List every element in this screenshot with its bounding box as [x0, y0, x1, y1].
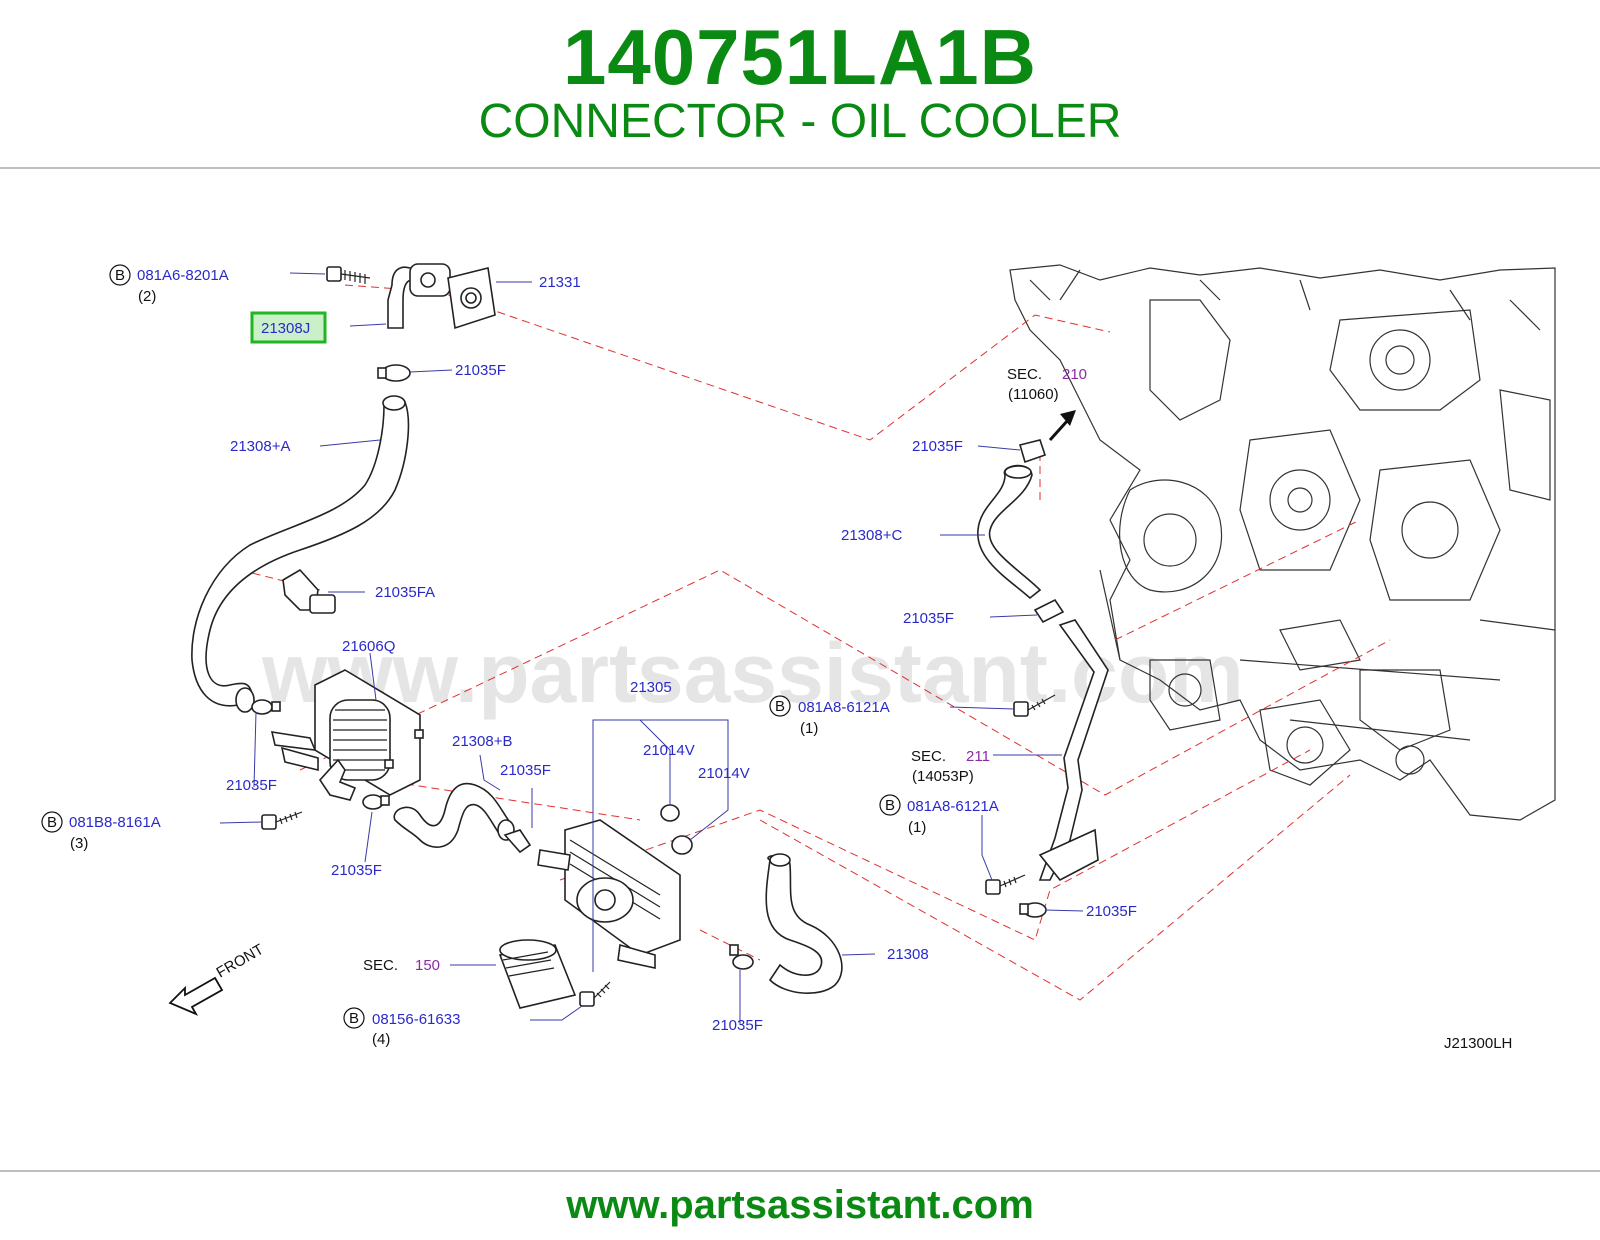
label-part-21035F[interactable]: 21035F: [331, 862, 382, 879]
label-qty: (3): [70, 835, 88, 852]
clamp-21035F-left: [251, 699, 281, 715]
label-part-21035FA[interactable]: 21035FA: [375, 584, 435, 601]
bolt-08156: [579, 981, 611, 1007]
label-part-21331[interactable]: 21331: [539, 274, 581, 291]
label-part-21035F[interactable]: 21035F: [455, 362, 506, 379]
label-bolt-081B8-8161A[interactable]: 081B8-8161A: [69, 814, 161, 831]
bolt-mark-b: B: [115, 267, 125, 284]
bolt-mark-b: B: [885, 797, 895, 814]
arrow-to-sec210-icon: [1048, 410, 1076, 442]
o-ring-21014V-b: [671, 835, 693, 855]
label-part-21308[interactable]: 21308: [887, 946, 929, 963]
oil-pipe-sec211: [1038, 619, 1109, 882]
bolt-mark-b: B: [349, 1010, 359, 1027]
label-sec-211[interactable]: 211: [966, 748, 990, 765]
clamp-21035F-top: [377, 364, 411, 382]
label-part-21035F[interactable]: 21035F: [912, 438, 963, 455]
label-qty: (1): [908, 819, 926, 836]
label-sec-prefix: SEC.: [363, 957, 398, 974]
page-header: 140751LA1B CONNECTOR - OIL COOLER: [0, 0, 1600, 168]
clamp-21035F-upper-right: [1018, 439, 1047, 464]
bolt-mark-b: B: [775, 698, 785, 715]
bolt-081A6: [326, 266, 371, 284]
label-leader-lines: [219, 272, 1084, 1025]
bolt-081A8-b: [985, 874, 1026, 895]
footer-website-link[interactable]: www.partsassistant.com: [566, 1183, 1034, 1227]
label-part-21014V[interactable]: 21014V: [643, 742, 695, 759]
label-sec-ref: (11060): [1008, 386, 1059, 403]
oil-cooler-21305: [537, 819, 681, 969]
clamp-21035F-right-mid: [1033, 598, 1065, 624]
oil-cooler-21606Q: [270, 669, 424, 801]
footer-divider: [0, 1170, 1600, 1172]
clamp-21035F-mid: [362, 794, 390, 810]
header-divider: [0, 167, 1600, 169]
label-part-21305[interactable]: 21305: [630, 679, 672, 696]
label-part-21035F[interactable]: 21035F: [1086, 903, 1137, 920]
gasket-21331: [447, 267, 496, 330]
label-sec-prefix: SEC.: [911, 748, 946, 765]
clip-21035FA: [282, 568, 336, 614]
parts-diagram: www.partsassistant.com: [0, 240, 1600, 1100]
o-ring-21014V-a: [660, 804, 680, 822]
oil-filter-sec150: [498, 939, 577, 1009]
label-part-21035F[interactable]: 21035F: [903, 610, 954, 627]
label-part-21606Q[interactable]: 21606Q: [342, 638, 395, 655]
bolt-markers: B B B B B: [41, 264, 901, 1029]
label-part-21308B[interactable]: 21308+B: [452, 733, 512, 750]
assembly-guide-lines: [239, 284, 1391, 1001]
label-sec-prefix: SEC.: [1007, 366, 1042, 383]
label-part-21035F[interactable]: 21035F: [500, 762, 551, 779]
label-sec-150[interactable]: 150: [415, 957, 440, 974]
diagram-code: J21300LH: [1444, 1035, 1512, 1052]
hose-21308: [765, 853, 843, 995]
hose-21308A: [191, 395, 410, 713]
label-part-21308J[interactable]: 21308J: [261, 320, 310, 337]
label-bolt-081A8-6121A[interactable]: 081A8-6121A: [907, 798, 999, 815]
label-qty: (4): [372, 1031, 390, 1048]
label-part-21035F[interactable]: 21035F: [712, 1017, 763, 1034]
bolt-081B8: [261, 811, 303, 830]
bolt-mark-b: B: [47, 814, 57, 831]
front-arrow-icon: [168, 976, 224, 1016]
part-labels: 081A6-8201A (2) 21331 21308J 21035F 2130…: [69, 267, 1512, 1052]
label-part-21308C[interactable]: 21308+C: [841, 527, 902, 544]
label-sec-ref: (14053P): [912, 768, 974, 785]
label-qty: (1): [800, 720, 818, 737]
connector-21308J-pipe: [387, 263, 451, 329]
label-bolt-081A6-8201A[interactable]: 081A6-8201A: [137, 267, 229, 284]
highlighted-part-box: [250, 311, 327, 344]
hose-21308C: [977, 464, 1042, 600]
part-name-subtitle: CONNECTOR - OIL COOLER: [478, 95, 1122, 148]
part-number-title: 140751LA1B: [563, 13, 1037, 101]
label-qty: (2): [138, 288, 156, 305]
label-bolt-08156-61633[interactable]: 08156-61633: [372, 1011, 460, 1028]
label-part-21308A[interactable]: 21308+A: [230, 438, 290, 455]
label-sec-210[interactable]: 210: [1062, 366, 1087, 383]
label-part-21035F[interactable]: 21035F: [226, 777, 277, 794]
engine-block-illustration: [1009, 264, 1556, 821]
clamp-21035F-bottom: [729, 944, 754, 970]
label-bolt-081A8-6121A[interactable]: 081A8-6121A: [798, 699, 890, 716]
label-part-21014V[interactable]: 21014V: [698, 765, 750, 782]
clamp-21035F-right: [503, 829, 532, 854]
